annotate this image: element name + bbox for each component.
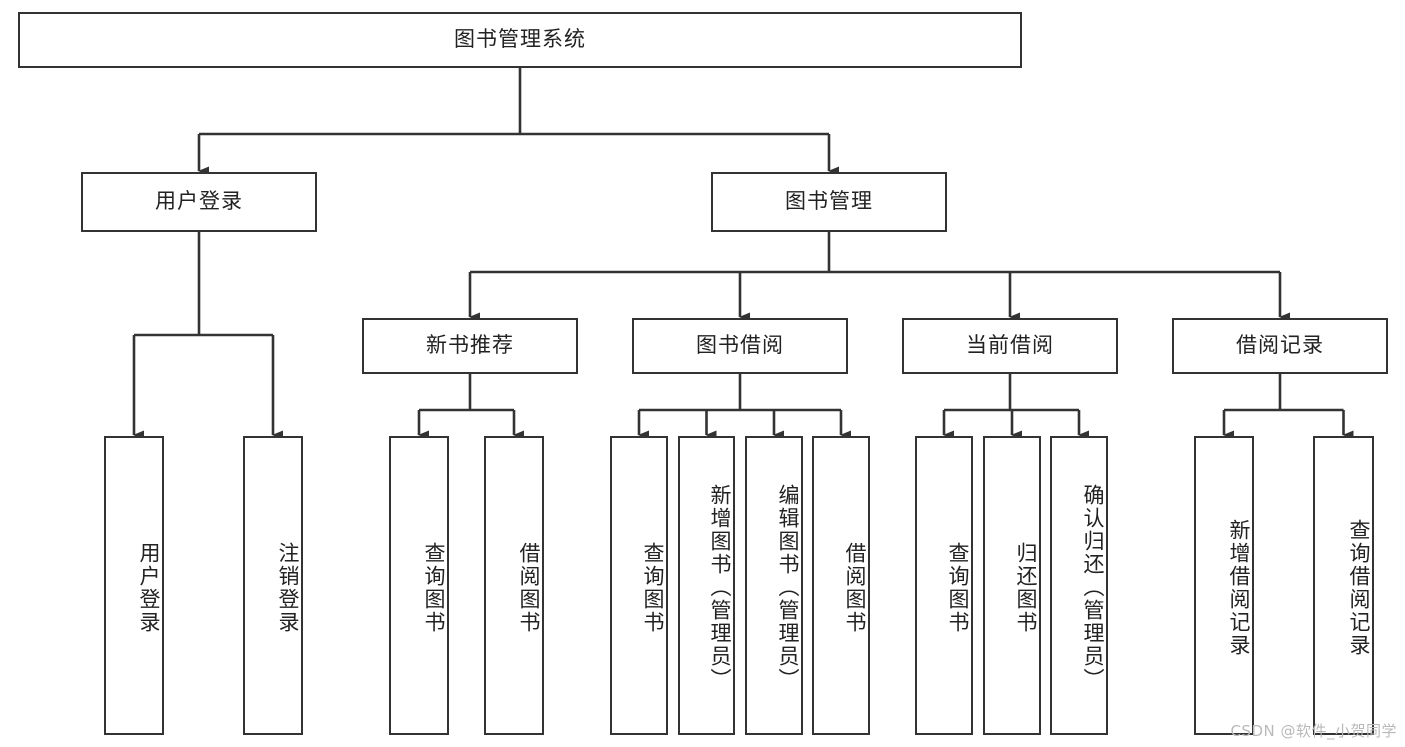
leaf-node-label: 注销登录 xyxy=(276,541,300,634)
leaf-node-label: 确认归还（管理员） xyxy=(1081,484,1105,691)
leaf-node-box[interactable]: 借阅图书 xyxy=(484,436,544,735)
leaf-node-label: 编辑图书（管理员） xyxy=(776,484,800,691)
level3-node-box[interactable]: 借阅记录 xyxy=(1172,318,1388,374)
level2-node-label: 用户登录 xyxy=(155,189,243,214)
level2-node-label: 图书管理 xyxy=(785,189,873,214)
level2-node-box[interactable]: 图书管理 xyxy=(711,172,947,232)
leaf-node-box[interactable]: 确认归还（管理员） xyxy=(1050,436,1108,735)
leaf-node-label: 借阅图书 xyxy=(517,541,541,634)
leaf-node-box[interactable]: 用户登录 xyxy=(104,436,164,735)
level3-node-box[interactable]: 图书借阅 xyxy=(632,318,848,374)
leaf-node-box[interactable]: 查询图书 xyxy=(915,436,973,735)
leaf-node-box[interactable]: 新增借阅记录 xyxy=(1194,436,1254,735)
level3-node-label: 新书推荐 xyxy=(426,333,514,358)
level3-node-label: 借阅记录 xyxy=(1236,333,1324,358)
leaf-node-box[interactable]: 查询借阅记录 xyxy=(1313,436,1374,735)
leaf-node-box[interactable]: 查询图书 xyxy=(389,436,449,735)
leaf-node-label: 查询借阅记录 xyxy=(1347,518,1371,657)
leaf-node-label: 归还图书 xyxy=(1014,541,1038,634)
leaf-node-box[interactable]: 借阅图书 xyxy=(812,436,870,735)
level3-node-box[interactable]: 当前借阅 xyxy=(902,318,1118,374)
watermark-label: CSDN @软件_小贺同学 xyxy=(1230,722,1397,740)
level2-node-box[interactable]: 用户登录 xyxy=(81,172,317,232)
leaf-node-label: 查询图书 xyxy=(946,541,970,634)
leaf-node-label: 借阅图书 xyxy=(843,541,867,634)
level3-node-label: 图书借阅 xyxy=(696,333,784,358)
leaf-node-box[interactable]: 注销登录 xyxy=(243,436,303,735)
leaf-node-label: 新增借阅记录 xyxy=(1227,518,1251,657)
level3-node-label: 当前借阅 xyxy=(966,333,1054,358)
leaf-node-label: 查询图书 xyxy=(422,541,446,634)
root-node-box[interactable]: 图书管理系统 xyxy=(18,12,1022,68)
root-node-label: 图书管理系统 xyxy=(454,27,586,52)
level3-node-box[interactable]: 新书推荐 xyxy=(362,318,578,374)
leaf-node-label: 新增图书（管理员） xyxy=(708,484,732,691)
leaf-node-box[interactable]: 新增图书（管理员） xyxy=(678,436,735,735)
leaf-node-label: 用户登录 xyxy=(137,541,161,634)
leaf-node-box[interactable]: 查询图书 xyxy=(610,436,668,735)
leaf-node-box[interactable]: 归还图书 xyxy=(983,436,1041,735)
connector-lines xyxy=(132,68,1354,440)
leaf-node-box[interactable]: 编辑图书（管理员） xyxy=(745,436,803,735)
leaf-node-label: 查询图书 xyxy=(641,541,665,634)
